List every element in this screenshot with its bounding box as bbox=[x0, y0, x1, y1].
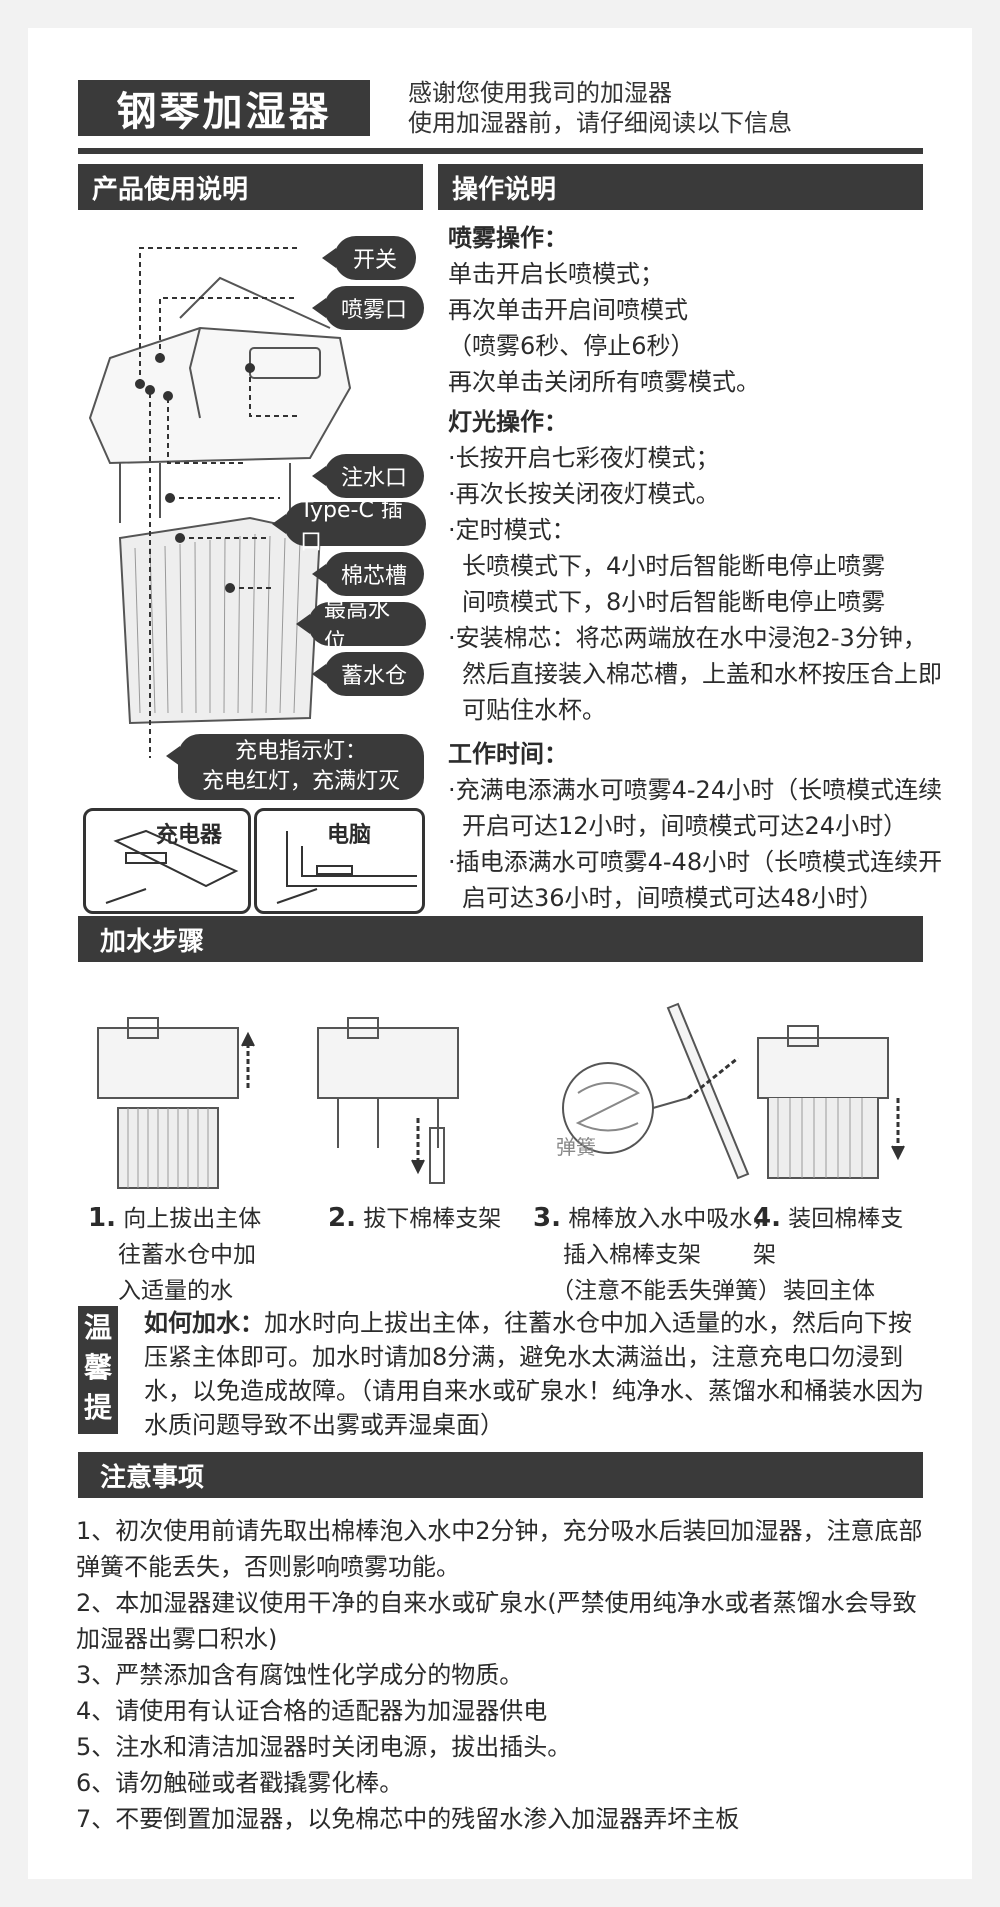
step-4-number: 4. bbox=[753, 1203, 781, 1233]
step-3-number: 3. bbox=[533, 1203, 561, 1233]
product-title: 钢琴加湿器 bbox=[78, 80, 370, 136]
usage-section-header: 产品使用说明 bbox=[78, 164, 423, 210]
callout-max-water: 最高水位 bbox=[296, 598, 426, 655]
computer-icon bbox=[276, 831, 417, 904]
spray-line-3: （喷雾6秒、停止6秒） bbox=[448, 332, 695, 360]
time-title: 工作时间： bbox=[448, 740, 568, 768]
charger-panel: 充电器 bbox=[83, 808, 251, 914]
light-line-5: 间喷模式下，8小时后智能断电停止喷雾 bbox=[462, 588, 886, 616]
note-item: 7、不要倒置加湿器，以免棉芯中的残留水渗入加湿器弄坏主板 bbox=[76, 1805, 740, 1833]
step-4-caption: 4. 装回棉棒支架 装回主体 bbox=[753, 1200, 923, 1309]
callout-charge-light: 充电指示灯： 充电红灯，充满灯灭 bbox=[166, 734, 424, 800]
step-1-text-3: 入适量的水 bbox=[118, 1278, 233, 1304]
step1-illustration bbox=[97, 1017, 255, 1189]
notes-header: 注意事项 bbox=[78, 1452, 923, 1498]
light-line-4: 长喷模式下，4小时后智能断电停止喷雾 bbox=[462, 552, 886, 580]
tip-char-2: 馨 bbox=[83, 1351, 112, 1384]
step-2-number: 2. bbox=[328, 1203, 356, 1233]
tip-bold: 如何加水： bbox=[144, 1309, 264, 1337]
note-item: 4、请使用有认证合格的适配器为加湿器供电 bbox=[76, 1697, 548, 1725]
spray-line-1: 单击开启长喷模式； bbox=[448, 260, 664, 288]
callout-spray-outlet: 喷雾口 bbox=[312, 286, 424, 330]
warm-tip-text: 如何加水：加水时向上拔出主体，往蓄水仓中加入适量的水，然后向下按压紧主体即可。加… bbox=[144, 1306, 929, 1442]
time-line-1: ·充满电添满水可喷雾4-24小时（长喷模式连续开启可达12小时，间喷模式可达24… bbox=[448, 776, 943, 840]
step-3-caption: 3. 棉棒放入水中吸水， 插入棉棒支架 （注意不能丢失弹簧） bbox=[533, 1200, 781, 1309]
note-item: 5、注水和清洁加湿器时关闭电源，拔出插头。 bbox=[76, 1733, 572, 1761]
light-line-1: ·长按开启七彩夜灯模式； bbox=[448, 444, 720, 472]
water-steps-header: 加水步骤 bbox=[78, 916, 923, 962]
callout-typec-port: Type-C 插口 bbox=[272, 498, 426, 555]
time-line-2: ·插电添满水可喷雾4-48小时（长喷模式连续开启可达36小时，间喷模式可达48小… bbox=[448, 848, 943, 912]
header-rule bbox=[78, 148, 923, 154]
charge-light-line-1: 充电指示灯： bbox=[234, 739, 367, 764]
step-4-text: 装回棉棒支架 bbox=[753, 1206, 904, 1268]
spring-label: 弹簧 bbox=[556, 1135, 596, 1159]
note-item: 6、请勿触碰或者戳撬雾化棒。 bbox=[76, 1769, 404, 1797]
step-1-text: 向上拔出主体 bbox=[123, 1206, 262, 1232]
charger-label: 充电器 bbox=[156, 823, 223, 848]
manual-page: 钢琴加湿器 感谢您使用我司的加湿器 使用加湿器前，请仔细阅读以下信息 产品使用说… bbox=[28, 28, 972, 1879]
notes-list: 1、初次使用前请先取出棉棒泡入水中2分钟，充分吸水后装回加湿器，注意底部弹簧不能… bbox=[76, 1513, 936, 1837]
light-title: 灯光操作： bbox=[448, 408, 568, 436]
light-line-2: ·再次长按关闭夜灯模式。 bbox=[448, 480, 720, 508]
charge-light-line-2: 充电红灯，充满灯灭 bbox=[201, 769, 400, 794]
note-item: 1、初次使用前请先取出棉棒泡入水中2分钟，充分吸水后装回加湿器，注意底部弹簧不能… bbox=[76, 1517, 923, 1581]
step-1-number: 1. bbox=[88, 1203, 116, 1233]
intro-text: 感谢您使用我司的加湿器 使用加湿器前，请仔细阅读以下信息 bbox=[408, 78, 792, 138]
computer-panel: 电脑 bbox=[254, 808, 425, 914]
step-3-text-3: （注意不能丢失弹簧） bbox=[551, 1278, 781, 1304]
callout-water-inlet: 注水口 bbox=[312, 454, 424, 498]
charger-icon bbox=[105, 829, 239, 904]
intro-line-2: 使用加湿器前，请仔细阅读以下信息 bbox=[408, 109, 792, 137]
spray-line-4: 再次单击关闭所有喷雾模式。 bbox=[448, 368, 760, 396]
warm-tip: 温 馨 提 示 如何加水：加水时向上拔出主体，往蓄水仓中加入适量的水，然后向下按… bbox=[78, 1306, 924, 1464]
tip-char-1: 温 bbox=[83, 1311, 112, 1344]
intro-line-1: 感谢您使用我司的加湿器 bbox=[408, 79, 672, 107]
step-4-text-2: 装回主体 bbox=[783, 1278, 875, 1304]
operation-section-header: 操作说明 bbox=[438, 164, 923, 210]
step-1-caption: 1. 向上拔出主体 往蓄水仓中加 入适量的水 bbox=[88, 1200, 261, 1309]
callout-switch: 开关 bbox=[322, 236, 416, 280]
step-1-text-2: 往蓄水仓中加 bbox=[118, 1242, 256, 1268]
operation-text: 喷雾操作： 单击开启长喷模式； 再次单击开启间喷模式 （喷雾6秒、停止6秒） 再… bbox=[448, 220, 948, 916]
callout-reservoir: 蓄水仓 bbox=[312, 652, 424, 696]
note-item: 3、严禁添加含有腐蚀性化学成分的物质。 bbox=[76, 1661, 524, 1689]
water-steps-illustrations bbox=[97, 1002, 905, 1189]
light-line-6: ·安装棉芯：将芯两端放在水中浸泡2-3分钟，然后直接装入棉芯槽，上盖和水杯按压合… bbox=[448, 624, 942, 724]
step-3-text: 棉棒放入水中吸水， bbox=[568, 1206, 776, 1232]
light-line-3: ·定时模式： bbox=[448, 516, 576, 544]
callout-wick-slot: 棉芯槽 bbox=[312, 552, 424, 596]
tip-char-3: 提 bbox=[83, 1391, 112, 1424]
computer-label: 电脑 bbox=[327, 823, 372, 848]
spray-title: 喷雾操作： bbox=[448, 224, 568, 252]
note-item: 2、本加湿器建议使用干净的自来水或矿泉水(严禁使用纯净水或者蒸馏水会导致加湿器出… bbox=[76, 1589, 917, 1653]
warm-tip-label: 温 馨 提 示 bbox=[78, 1306, 118, 1464]
step-3-text-2: 插入棉棒支架 bbox=[563, 1242, 701, 1268]
tip-body: 加水时向上拔出主体，往蓄水仓中加入适量的水，然后向下按压紧主体即可。加水时请加8… bbox=[144, 1309, 924, 1439]
step-2-text: 拔下棉棒支架 bbox=[363, 1206, 502, 1232]
step-2-caption: 2. 拔下棉棒支架 bbox=[328, 1200, 501, 1237]
spray-line-2: 再次单击开启间喷模式 bbox=[448, 296, 688, 324]
